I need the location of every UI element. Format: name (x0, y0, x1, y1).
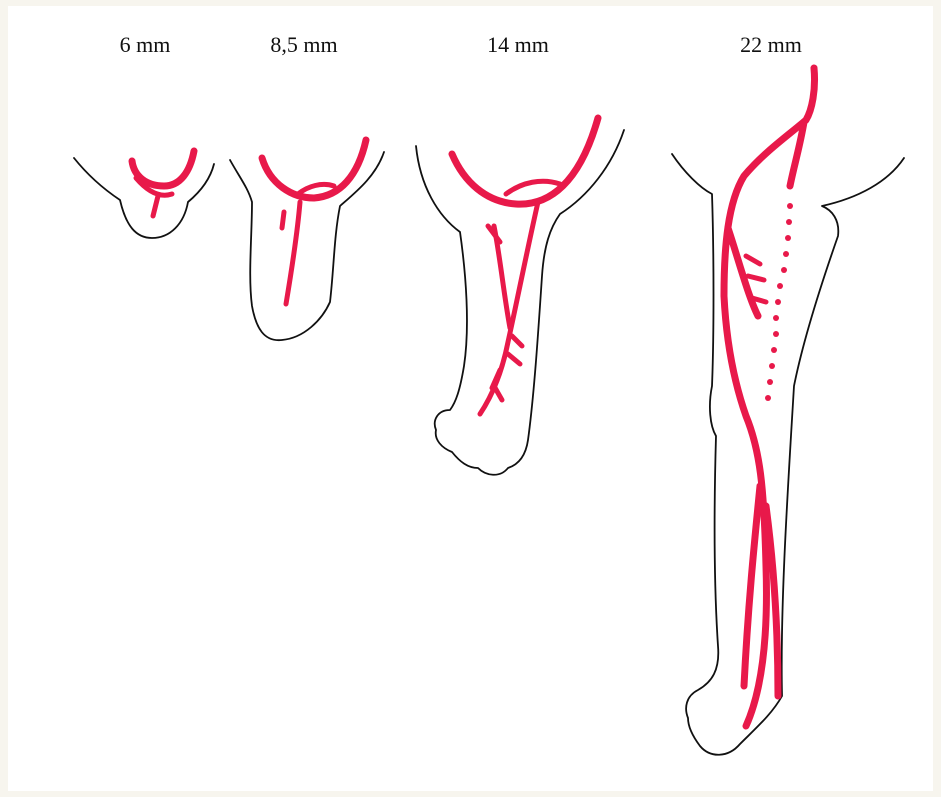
vessel-arch-8-5mm (262, 140, 366, 198)
limb-outline-8-5mm (230, 152, 384, 340)
limb-outline-6mm (74, 158, 214, 238)
limb-22mm (672, 68, 904, 755)
limb-development-figure: 6 mm 8,5 mm 14 mm 22 mm (8, 6, 933, 791)
vessel-arch-14mm (452, 118, 598, 204)
limb-outline-22mm (672, 154, 904, 755)
limb-diagram (8, 6, 933, 791)
vessel-medial-22mm (728, 228, 758, 316)
limb-bud-8-5mm (230, 140, 384, 340)
vessel-stem-6mm (153, 196, 158, 216)
limb-14mm (416, 118, 624, 475)
vessel-stem-8-5mm (286, 202, 300, 304)
limb-bud-6mm (74, 151, 214, 238)
vessel-segment-8-5mm (282, 212, 284, 228)
vessel-distal-left-22mm (744, 486, 760, 686)
limb-outline-14mm (416, 130, 624, 475)
